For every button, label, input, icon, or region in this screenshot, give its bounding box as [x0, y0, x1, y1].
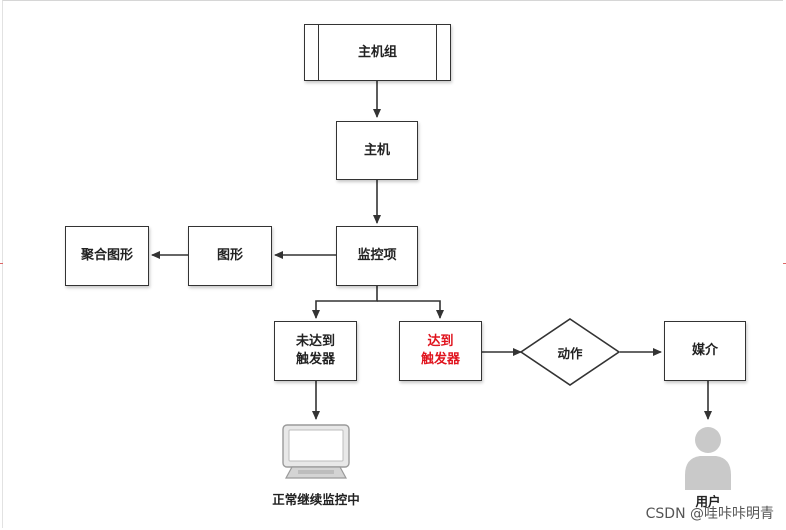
triggered-node: 达到 触发器 — [399, 321, 482, 381]
aggregate-graph-node: 聚合图形 — [65, 226, 149, 286]
graph-node: 图形 — [188, 226, 272, 286]
edge-marker-left — [0, 263, 3, 264]
host-group-right-bar — [436, 25, 437, 80]
aggregate-graph-label: 聚合图形 — [80, 248, 133, 263]
connector-item-branch-right — [377, 300, 444, 319]
action-diamond — [519, 318, 621, 386]
user-icon — [685, 427, 731, 490]
connector-item-branch — [312, 286, 378, 319]
user-label: 用户 — [695, 494, 721, 509]
not-triggered-label: 未达到 触发器 — [295, 334, 335, 367]
edge-marker-right — [783, 263, 786, 264]
action-label: 动作 — [557, 346, 583, 361]
graph-label: 图形 — [216, 248, 243, 263]
host-group-left-bar — [318, 25, 319, 80]
item-node: 监控项 — [336, 226, 418, 286]
keep-monitoring-label: 正常继续监控中 — [272, 492, 360, 507]
media-label: 媒介 — [691, 343, 718, 358]
media-node: 媒介 — [664, 321, 746, 381]
host-group-label: 主机组 — [357, 44, 397, 60]
not-triggered-node: 未达到 触发器 — [274, 321, 357, 381]
host-label: 主机 — [363, 142, 390, 158]
computer-icon — [282, 424, 350, 479]
host-group-node: 主机组 — [304, 24, 451, 81]
host-node: 主机 — [336, 121, 418, 180]
watermark: CSDN @哇咔咔明青 — [645, 506, 774, 522]
item-label: 监控项 — [357, 248, 397, 263]
triggered-label: 达到 触发器 — [420, 334, 460, 367]
